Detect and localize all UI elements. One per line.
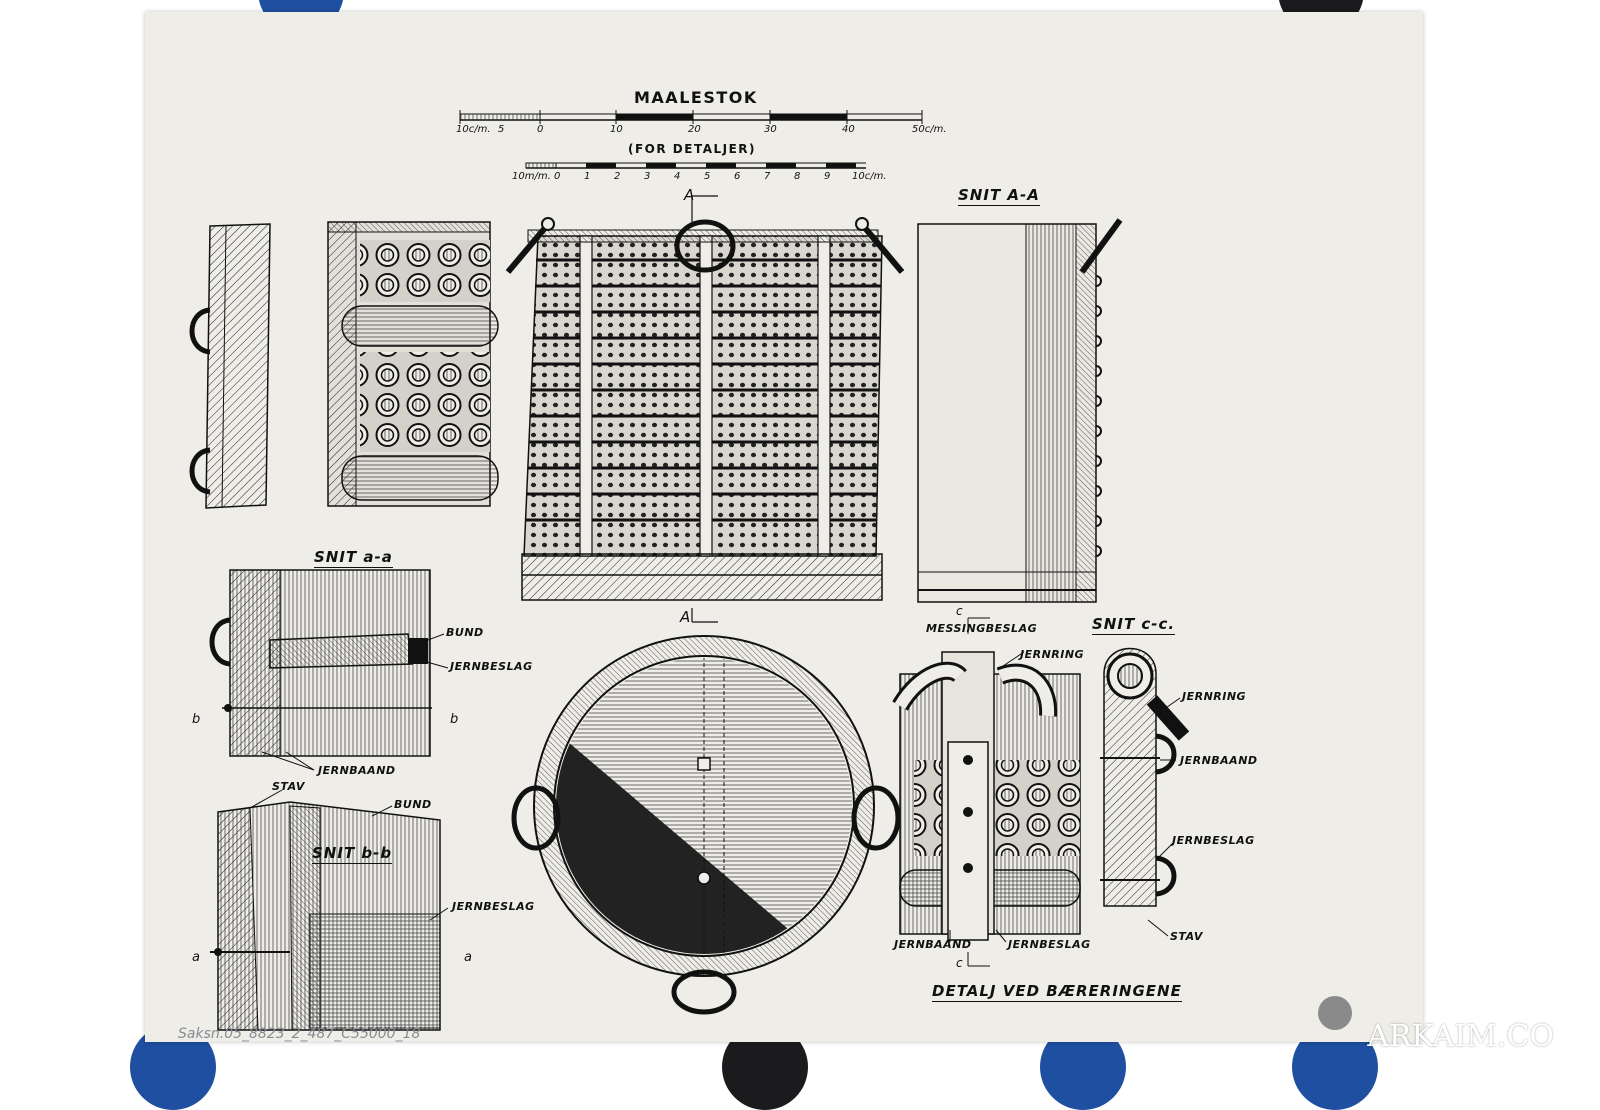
section-title-detail-rings: DETALJ VED BÆRERINGENE (932, 982, 1182, 1002)
detail-scale-bar (525, 162, 866, 169)
cut-marker-a-right: a (464, 950, 472, 965)
detail-tick-label: 5 (704, 171, 711, 182)
label-jernbaand-detail: JERNBAAND (894, 938, 972, 951)
watermark-text: ARKAIM.CO (1367, 1019, 1554, 1054)
label-stav-cc: STAV (1170, 930, 1203, 943)
perforated-plate-detail (327, 221, 499, 507)
section-title-aa: SNIT a-a (314, 548, 393, 568)
detail-tick-label: 1 (584, 171, 591, 182)
basket-plan-view (511, 635, 901, 1015)
cut-marker-c-bottom: c (956, 956, 963, 970)
cut-marker-b-right: b (450, 712, 459, 727)
main-tick-label: 30 (764, 124, 777, 135)
label-jernring-detail: JERNRING (1020, 648, 1085, 661)
section-AA-drawing (917, 218, 1123, 603)
label-jernbeslag-detail: JERNBESLAG (1008, 938, 1091, 951)
detail-tick-label: 9 (824, 171, 831, 182)
label-bund-bb: BUND (394, 798, 432, 811)
label-jernbaand-aa: JERNBAAND (318, 764, 396, 777)
scale-title: MAALESTOK (634, 88, 758, 107)
cut-marker-b-left: b (192, 712, 201, 727)
label-bund-aa: BUND (446, 626, 484, 639)
cut-marker-A-top: A (684, 186, 695, 204)
leader-lines (249, 633, 1181, 943)
main-tick-label: 40 (842, 124, 855, 135)
label-jernring-cc: JERNRING (1182, 690, 1247, 703)
label-jernbeslag-bb: JERNBESLAG (452, 900, 535, 913)
stave-elevation (189, 223, 271, 509)
archive-number: Saksn.05_8823_2_487_C55000_18 (178, 1026, 421, 1042)
detail-tick-label: 2 (614, 171, 621, 182)
cut-marker-a-left: a (192, 950, 200, 965)
detail-tick-label: 10m/m. (512, 171, 551, 182)
cut-marker-A-bottom: A (680, 608, 691, 626)
section-title-AA: SNIT A-A (958, 186, 1040, 206)
detail-tick-label: 4 (674, 171, 681, 182)
main-tick-label: 10 (610, 124, 623, 135)
section-title-bb: SNIT b-b (312, 844, 393, 864)
watermark-logo-icon (1318, 996, 1352, 1030)
label-messingbeslag: MESSINGBESLAG (926, 622, 1038, 635)
label-jernbaand-cc: JERNBAAND (1180, 754, 1258, 767)
detail-tick-label: 0 (554, 171, 561, 182)
label-jernbeslag-aa: JERNBESLAG (450, 660, 533, 673)
detail-tick-label: 10c/m. (852, 171, 887, 182)
detail-scale-note: (FOR DETALJER) (628, 142, 757, 156)
detail-tick-label: 6 (734, 171, 741, 182)
detail-tick-label: 7 (764, 171, 771, 182)
main-scale-bar (459, 110, 923, 124)
section-cc-drawing (1100, 647, 1190, 907)
detail-tick-label: 8 (794, 171, 801, 182)
label-stav-bb: STAV (272, 780, 305, 793)
main-tick-label: 50c/m. (912, 124, 947, 135)
carrying-ring-detail (892, 617, 1081, 967)
section-bb-drawing (210, 801, 441, 1031)
section-aa-drawing (209, 569, 432, 757)
technical-drawing (189, 110, 1190, 1031)
label-jernbeslag-cc: JERNBESLAG (1172, 834, 1255, 847)
main-tick-label: 10c/m. (456, 124, 491, 135)
detail-tick-label: 3 (644, 171, 651, 182)
cut-marker-c-top: c (956, 604, 963, 618)
section-title-cc: SNIT c-c. (1092, 615, 1176, 635)
basket-elevation (505, 195, 905, 623)
main-tick-label: 0 (537, 124, 544, 135)
main-tick-label: 20 (688, 124, 701, 135)
main-tick-label: 5 (498, 124, 505, 135)
